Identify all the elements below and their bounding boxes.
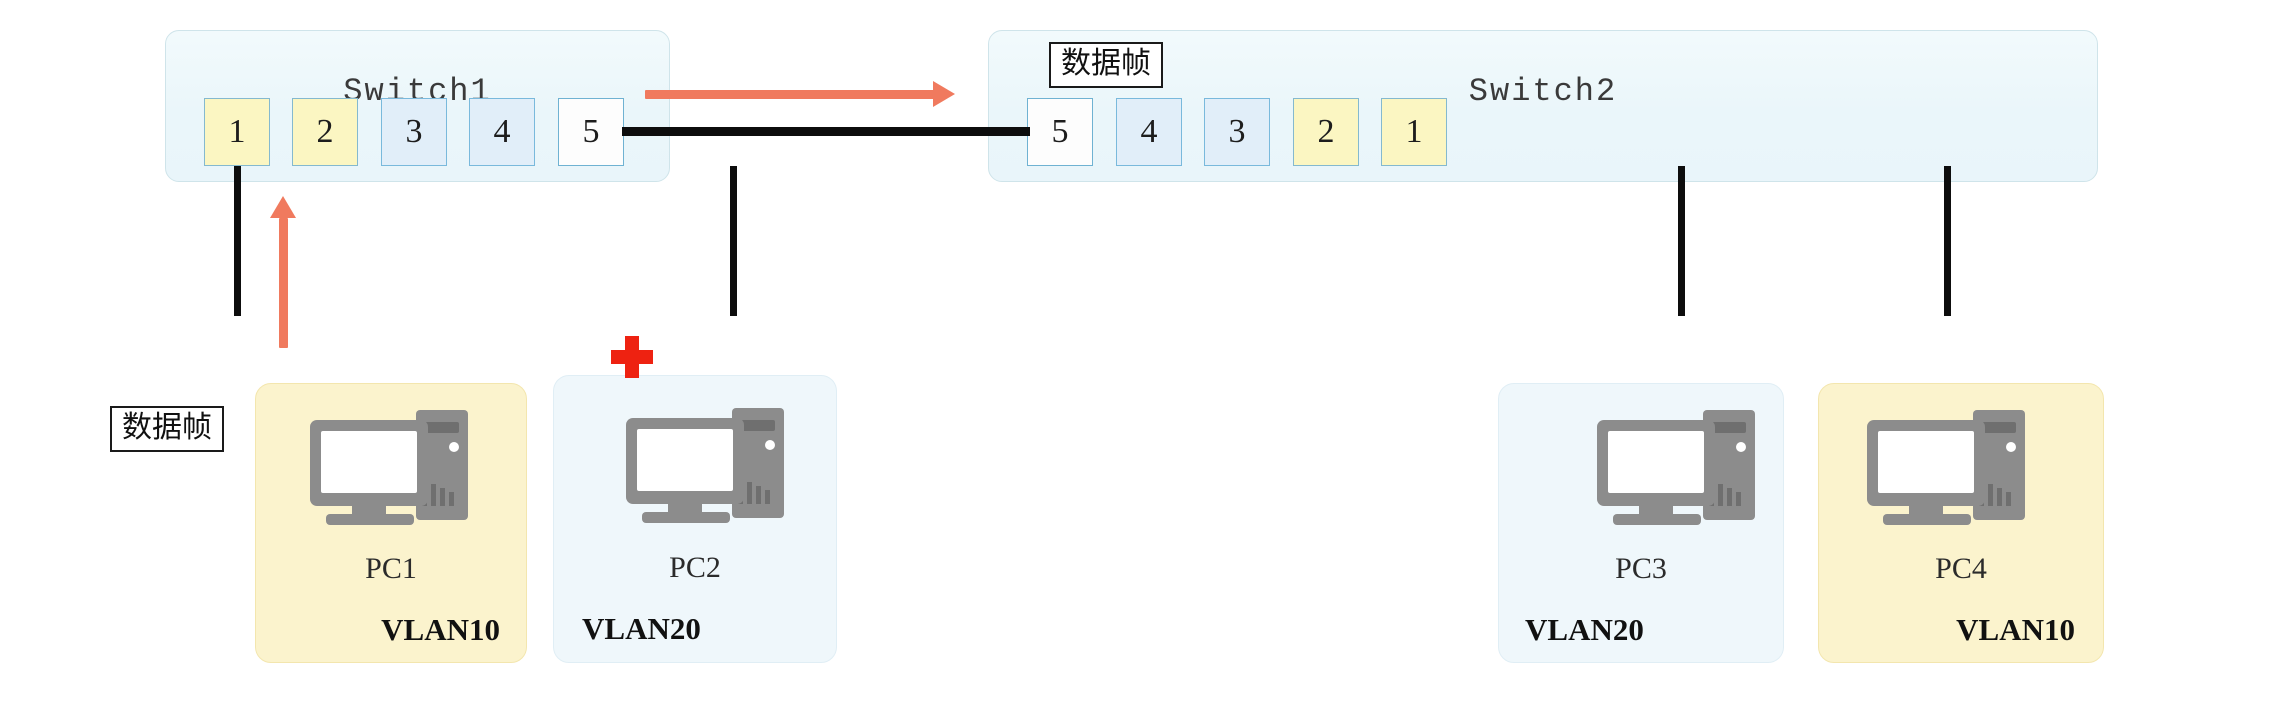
red-cross-icon xyxy=(608,333,656,386)
frame-arrow-trunk-shaft xyxy=(645,90,935,99)
port-number: 2 xyxy=(1317,113,1335,150)
host-group-pc1[interactable]: PC1 VLAN10 xyxy=(255,383,527,663)
port-number: 5 xyxy=(582,113,600,150)
port-number: 3 xyxy=(405,113,423,150)
switch2-port-5[interactable]: 5 xyxy=(1027,98,1093,166)
host-name-pc4: PC4 xyxy=(1935,552,1987,585)
port-number: 4 xyxy=(493,113,511,150)
switch1-port-1[interactable]: 1 xyxy=(204,98,270,166)
port-number: 1 xyxy=(228,113,246,150)
host-name-pc3: PC3 xyxy=(1615,552,1667,585)
cable-switch1-port4-to-pc2 xyxy=(730,166,737,316)
desktop-computer-icon xyxy=(1861,406,2035,537)
cable-switch2-port4-to-pc3 xyxy=(1678,166,1685,316)
frame-label-trunk: 数据帧 xyxy=(1049,42,1163,88)
host-vlan-pc4: VLAN10 xyxy=(1956,612,2075,647)
switch2-title: Switch2 xyxy=(1468,73,1618,110)
arrow-up-icon xyxy=(270,196,296,218)
cable-switch1-port1-to-pc1 xyxy=(234,166,241,316)
switch1-port-2[interactable]: 2 xyxy=(292,98,358,166)
host-name-pc1: PC1 xyxy=(365,552,417,585)
port-number: 4 xyxy=(1140,113,1158,150)
host-vlan-pc1: VLAN10 xyxy=(381,612,500,647)
host-group-pc4[interactable]: PC4 VLAN10 xyxy=(1818,383,2104,663)
switch2-port-2[interactable]: 2 xyxy=(1293,98,1359,166)
frame-label-uplink: 数据帧 xyxy=(110,406,224,452)
port-number: 1 xyxy=(1405,113,1423,150)
host-vlan-pc3: VLAN20 xyxy=(1525,612,1644,647)
desktop-computer-icon xyxy=(304,406,478,537)
port-number: 5 xyxy=(1051,113,1069,150)
host-name-pc2: PC2 xyxy=(669,551,721,584)
port-number: 3 xyxy=(1228,113,1246,150)
trunk-link-cable xyxy=(622,127,1030,136)
cable-switch2-port2-to-pc4 xyxy=(1944,166,1951,316)
desktop-computer-icon xyxy=(620,404,794,535)
switch1-port-3[interactable]: 3 xyxy=(381,98,447,166)
host-vlan-pc2: VLAN20 xyxy=(582,611,701,646)
switch2-port-1[interactable]: 1 xyxy=(1381,98,1447,166)
host-group-pc3[interactable]: PC3 VLAN20 xyxy=(1498,383,1784,663)
switch2-port-4[interactable]: 4 xyxy=(1116,98,1182,166)
switch1-port-5[interactable]: 5 xyxy=(558,98,624,166)
switch2-port-3[interactable]: 3 xyxy=(1204,98,1270,166)
port-number: 2 xyxy=(316,113,334,150)
desktop-computer-icon xyxy=(1591,406,1765,537)
frame-arrow-uplink-shaft xyxy=(279,218,288,348)
switch1-port-4[interactable]: 4 xyxy=(469,98,535,166)
arrow-right-icon xyxy=(933,81,955,107)
host-group-pc2[interactable]: PC2 VLAN20 xyxy=(553,375,837,663)
